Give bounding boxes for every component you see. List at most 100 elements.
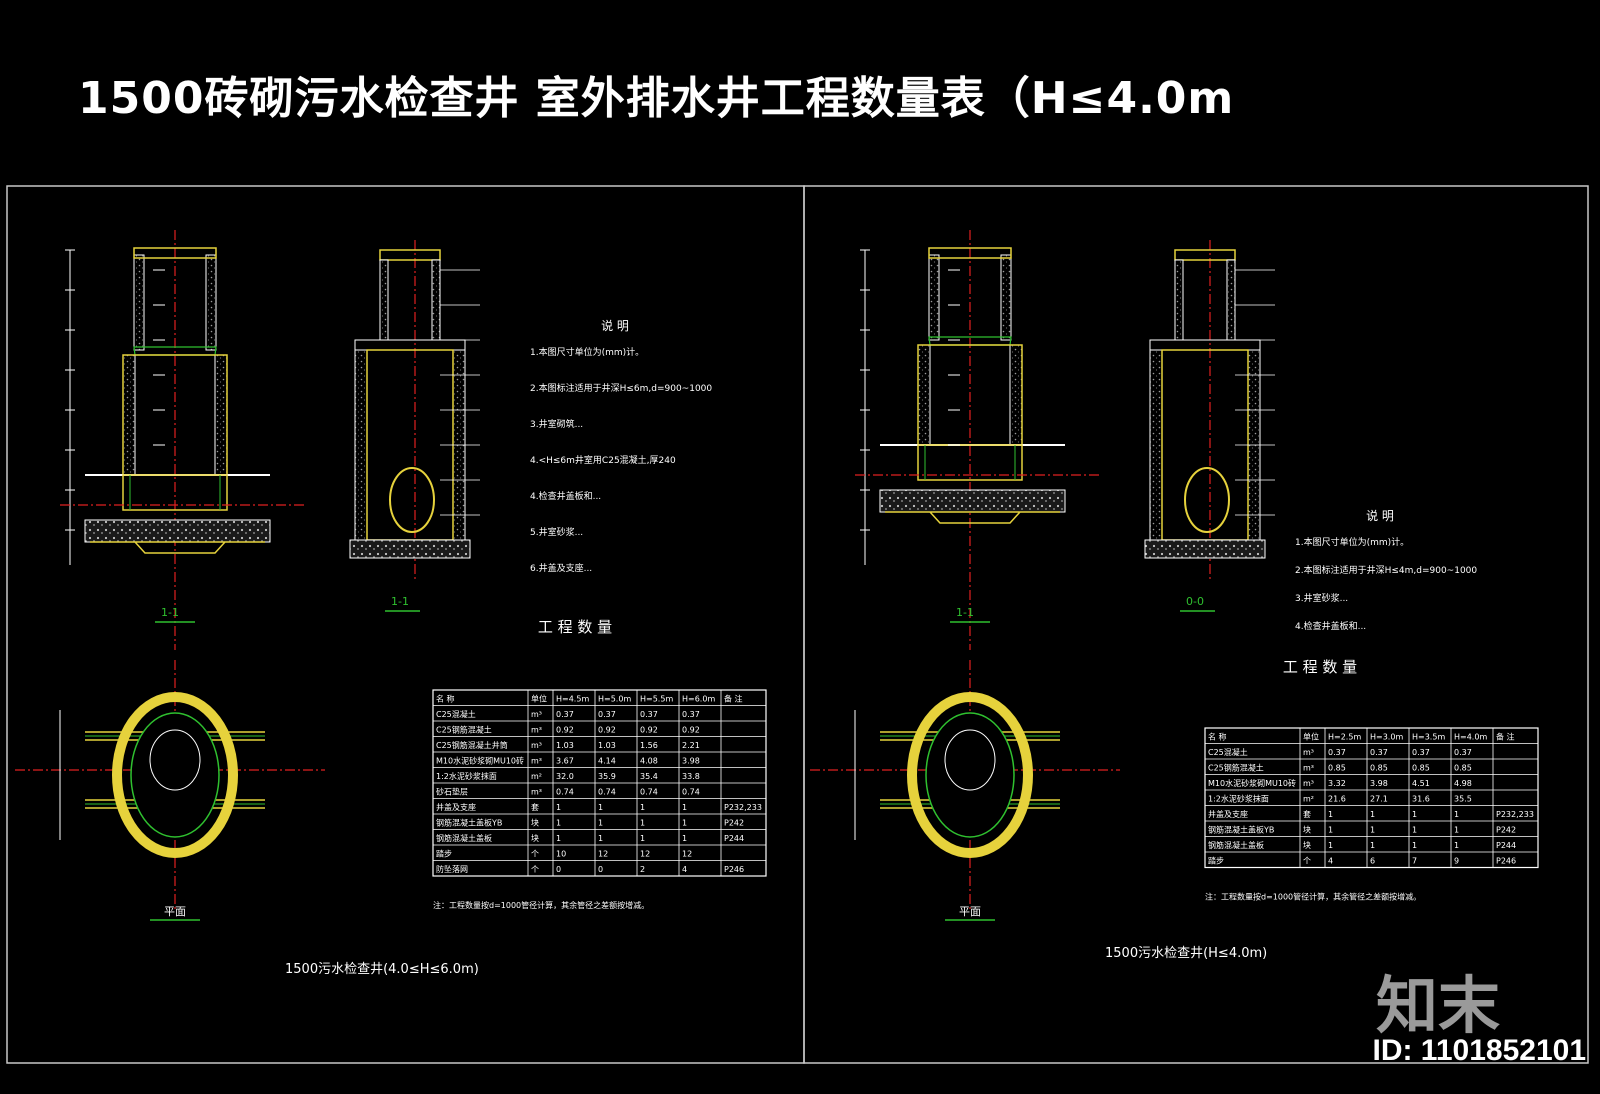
section-shaft-right: [1226, 259, 1236, 341]
table-cell: 1: [640, 803, 645, 812]
plan-shaft: [944, 729, 996, 791]
table-cell: m³: [531, 726, 542, 735]
table-cell: 1: [640, 834, 645, 843]
table-cell: 0.74: [598, 788, 616, 797]
section-shaft-left: [1174, 259, 1184, 341]
table-cell: 块: [531, 818, 539, 828]
table-cell: C25混凝土: [1208, 747, 1248, 757]
section-wall-left: [1149, 349, 1163, 541]
table-cell: M10水泥砂浆砌MU10砖: [1208, 778, 1296, 788]
note-line: 3.井室砌筑...: [530, 418, 583, 430]
table-cell: P246: [724, 865, 744, 874]
table-cell: 4: [1328, 857, 1333, 866]
table-cell: 4.98: [1454, 779, 1472, 788]
section-label-1: 1-1: [956, 606, 974, 619]
table-cell: 踏步: [436, 849, 452, 859]
table-cell: 12: [640, 850, 650, 859]
watermark-id: ID: 1101852101: [1372, 1034, 1586, 1067]
table-header-cell: 单位: [531, 694, 547, 704]
table-cell: 0.37: [640, 710, 658, 719]
table-header-cell: 名 称: [1208, 732, 1227, 742]
section-slab: [354, 339, 466, 351]
table-cell: 1: [1412, 810, 1417, 819]
table-cell: 0.92: [682, 726, 700, 735]
table-cell: C25钢筋混凝土: [1208, 763, 1264, 773]
table-cell: 1: [1454, 810, 1459, 819]
table-header-cell: H=4.0m: [1454, 733, 1487, 742]
table-cell: 个: [531, 850, 539, 859]
table-cell: m²: [531, 772, 542, 781]
table-cell: 1: [1328, 826, 1333, 835]
plan-label: 平面: [959, 905, 981, 918]
note-line: 1.本图尺寸单位为(mm)计。: [1295, 536, 1409, 548]
table-cell: 1: [556, 834, 561, 843]
section-label-1: 1-1: [161, 606, 179, 619]
base-footing: [90, 541, 265, 554]
table-cell: 钢筋混凝土盖板: [1208, 840, 1264, 850]
table-cell: 0.92: [556, 726, 574, 735]
table-cell: 0: [598, 865, 603, 874]
table-cell: 0.37: [1370, 748, 1388, 757]
base-footing: [885, 511, 1060, 524]
section-base: [349, 539, 471, 559]
table-cell: 12: [598, 850, 608, 859]
table-cell: 4.08: [640, 757, 658, 766]
table-cell: 1.03: [556, 741, 574, 750]
section-pipe: [389, 467, 435, 533]
table-cell: 1: [640, 819, 645, 828]
cover-frame: [928, 247, 1012, 259]
base-slab: [84, 519, 271, 543]
table-cell: 2.21: [682, 741, 700, 750]
table-note: 注：工程数量按d=1000管径计算，其余管径之差额按增减。: [433, 900, 649, 910]
table-header-cell: 备 注: [724, 694, 743, 704]
table-cell: 1: [1454, 841, 1459, 850]
table-cell: 井盖及支座: [1208, 809, 1248, 819]
shaft-wall-right: [205, 254, 217, 351]
table-cell: P244: [724, 834, 744, 843]
table-cell: 3.32: [1328, 779, 1346, 788]
table-cell: 0.37: [598, 710, 616, 719]
pipe-zone: [917, 444, 1023, 481]
table-cell: P242: [1496, 826, 1516, 835]
table-header-cell: H=3.0m: [1370, 733, 1403, 742]
table-header-cell: H=5.5m: [640, 695, 673, 704]
table-cell: 套: [531, 802, 539, 812]
table-cell: 1: [1328, 841, 1333, 850]
table-cell: 0.37: [1412, 748, 1430, 757]
table-cell: 1: [598, 834, 603, 843]
table-cell: 套: [1303, 809, 1311, 819]
section-wall-left: [354, 349, 368, 541]
table-cell: 0.74: [682, 788, 700, 797]
table-cell: 0: [556, 865, 561, 874]
table-cell: m³: [1303, 779, 1314, 788]
table-cell: 4.51: [1412, 779, 1430, 788]
note-line: 2.本图标注适用于井深H≤4m,d=900~1000: [1295, 564, 1477, 576]
section-label-2: 0-0: [1186, 595, 1204, 608]
table-cell: 0.37: [682, 710, 700, 719]
section-shaft-left: [379, 259, 389, 341]
table-cell: 21.6: [1328, 795, 1346, 804]
table-cell: 0.85: [1370, 764, 1388, 773]
table-cell: 个: [531, 865, 539, 874]
table-cell: 4.14: [598, 757, 616, 766]
table-cell: 2: [640, 865, 645, 874]
table-cell: 1: [682, 803, 687, 812]
table-cell: 1: [682, 819, 687, 828]
table-cell: m³: [531, 757, 542, 766]
table-cell: 33.8: [682, 772, 700, 781]
table-cell: 1: [1454, 826, 1459, 835]
table-cell: 0.74: [556, 788, 574, 797]
drawing-caption: 1500污水检查井(H≤4.0m): [1105, 946, 1267, 961]
page-title: 1500砖砌污水检查井 室外排水井工程数量表（H≤4.0m: [78, 73, 1235, 124]
table-cell: 1: [556, 803, 561, 812]
plan-outer-ring: [112, 692, 238, 858]
table-cell: 1:2水泥砂浆抹面: [1208, 794, 1269, 804]
table-cell: 井盖及支座: [436, 802, 476, 812]
watermark-logo: 知末: [1375, 969, 1500, 1042]
table-cell: 0.74: [640, 788, 658, 797]
note-line: 1.本图尺寸单位为(mm)计。: [530, 346, 644, 358]
table-cell: P232,233: [1496, 810, 1534, 819]
pipe-zone: [122, 474, 228, 511]
